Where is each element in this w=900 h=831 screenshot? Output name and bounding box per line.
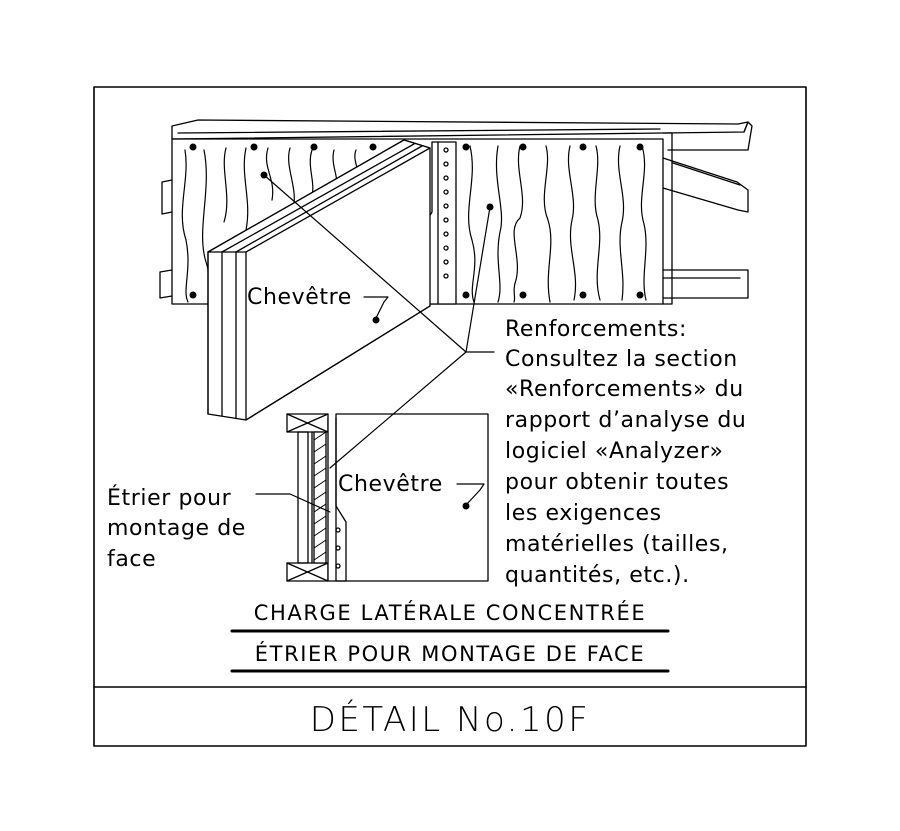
reinforcement-note-line7: les exigences [505, 501, 662, 526]
wood-grain [181, 145, 647, 303]
beam-nails [189, 143, 644, 299]
section-view [286, 413, 489, 582]
reinforcement-note-line8: matérielles (tailles, [505, 532, 729, 557]
side-joists [662, 157, 749, 299]
title-underlines [230, 629, 670, 673]
hanger-label-line1: Étrier pour [107, 485, 232, 511]
title-line1: CHARGE LATÉRALE CONCENTRÉE [254, 600, 647, 625]
reinforcement-note-line5: logiciel «Analyzer» [505, 439, 724, 464]
hanger-label-line3: face [107, 547, 156, 572]
leader-lines [255, 174, 495, 513]
header-label-bottom: Chevêtre [338, 472, 443, 497]
reinforcement-note-line2: Consultez la section [505, 347, 738, 372]
header-member-iso [207, 139, 431, 421]
reinforcement-note-line9: quantités, etc.). [505, 563, 690, 588]
reinforcement-note-line6: pour obtenir toutes [505, 470, 729, 495]
drawing-frame [93, 86, 807, 747]
hanger-label-line2: montage de [107, 516, 246, 541]
reinforcement-note-line1: Renforcements: [505, 317, 687, 342]
title-line2: ÉTRIER POUR MONTAGE DE FACE [255, 641, 645, 666]
leader-dots [260, 171, 494, 510]
header-label-top: Chevêtre [247, 285, 352, 310]
reinforcement-note-line4: rapport d’analyse du [505, 408, 746, 433]
detail-number: DÉTAIL No.10F [310, 699, 591, 740]
reinforcement-note-line3: «Renforcements» du [505, 377, 744, 402]
